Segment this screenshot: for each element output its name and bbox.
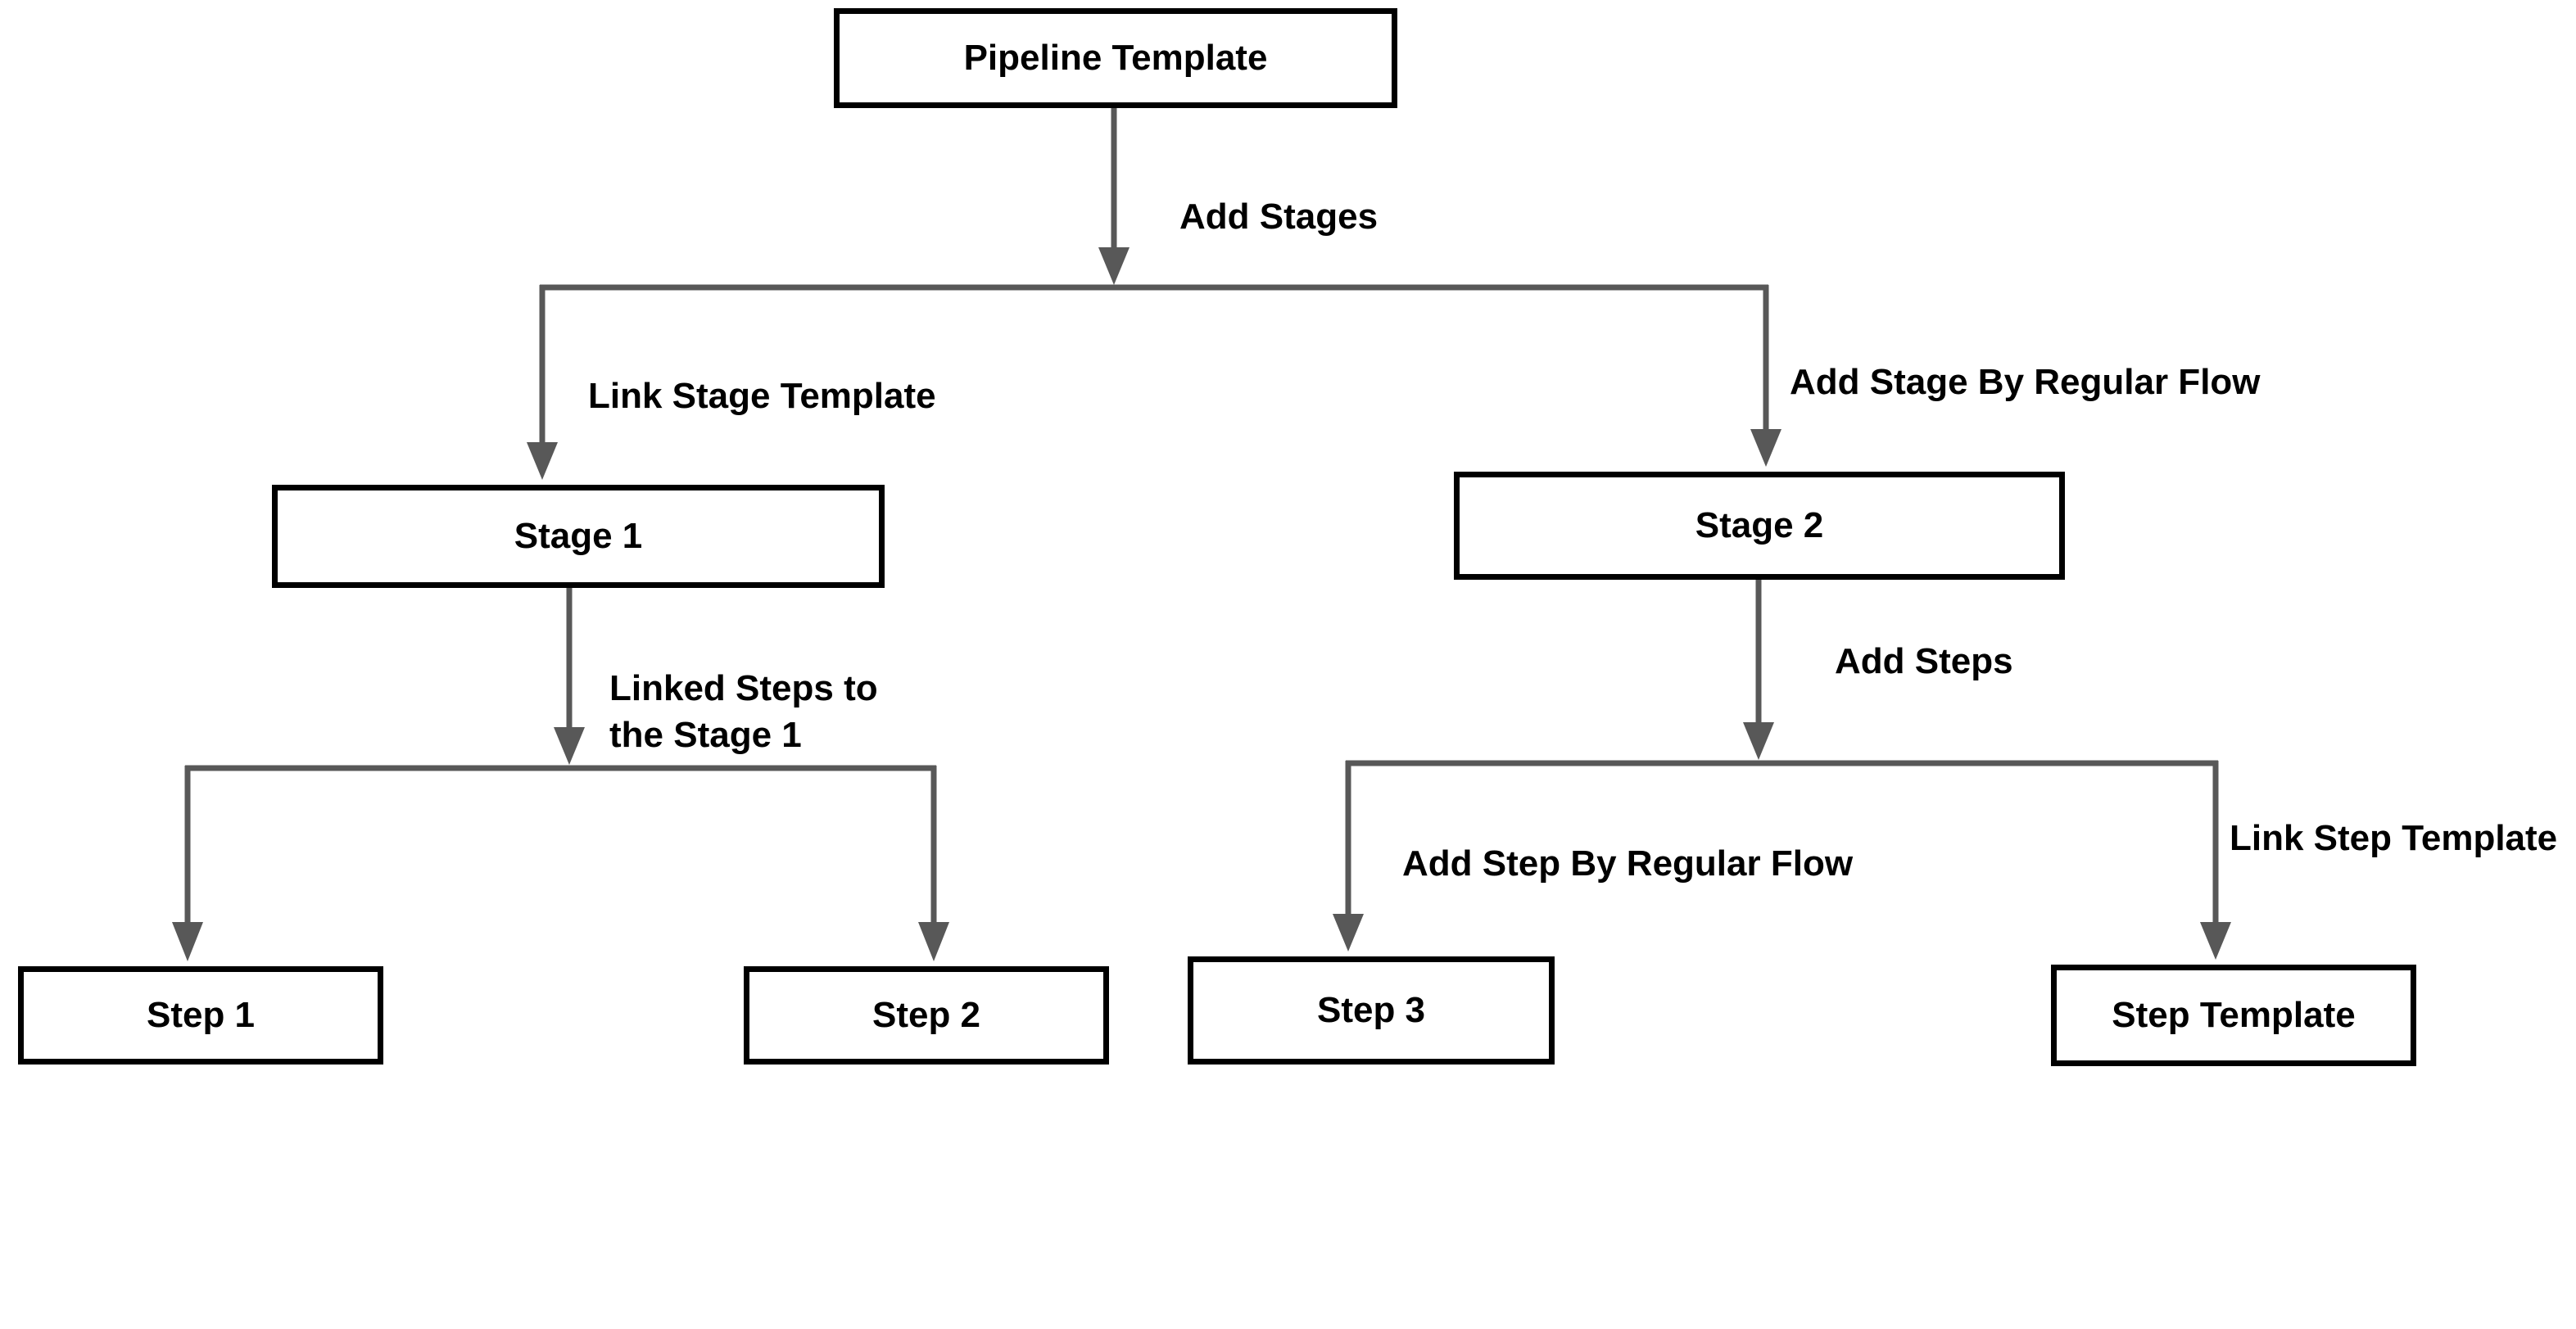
edge-label-add-steps: Add Steps	[1835, 641, 2013, 681]
node-pipeline-template-label: Pipeline Template	[963, 38, 1268, 78]
node-step-3: Step 3	[1188, 956, 1555, 1065]
node-stage-1: Stage 1	[272, 485, 885, 588]
node-stage-2-label: Stage 2	[1695, 505, 1824, 545]
node-step-template: Step Template	[2051, 965, 2416, 1066]
arrowhead-icon	[527, 442, 558, 480]
arrowhead-icon	[554, 727, 585, 765]
edge-label-add-stages: Add Stages	[1179, 197, 1379, 237]
node-step-1-label: Step 1	[146, 995, 256, 1035]
arrowhead-icon	[918, 922, 949, 961]
arrowhead-icon	[1750, 429, 1781, 467]
edge-label-linked-steps-to-the-stage-1: Linked Steps to the Stage 1	[609, 668, 878, 756]
edge-label-link-stage-template: Link Stage Template	[588, 376, 936, 416]
node-step-template-label: Step Template	[2112, 995, 2356, 1035]
node-stage-2: Stage 2	[1454, 472, 2065, 580]
edge-label-add-stage-by-regular-flow: Add Stage By Regular Flow	[1790, 362, 2261, 402]
node-step-3-label: Step 3	[1316, 990, 1426, 1030]
node-pipeline-template: Pipeline Template	[834, 8, 1397, 108]
node-stage-1-label: Stage 1	[514, 516, 643, 556]
arrowhead-icon	[172, 922, 203, 961]
node-step-2-label: Step 2	[871, 995, 981, 1035]
node-step-2: Step 2	[744, 966, 1109, 1065]
edge-label-link-step-template: Link Step Template	[2230, 818, 2558, 858]
node-step-1: Step 1	[18, 966, 383, 1065]
arrowhead-icon	[2200, 922, 2231, 960]
arrowhead-icon	[1333, 914, 1364, 952]
arrowhead-icon	[1743, 722, 1774, 760]
edge-label-add-step-by-regular-flow: Add Step By Regular Flow	[1402, 843, 1854, 884]
arrowhead-icon	[1098, 247, 1130, 285]
